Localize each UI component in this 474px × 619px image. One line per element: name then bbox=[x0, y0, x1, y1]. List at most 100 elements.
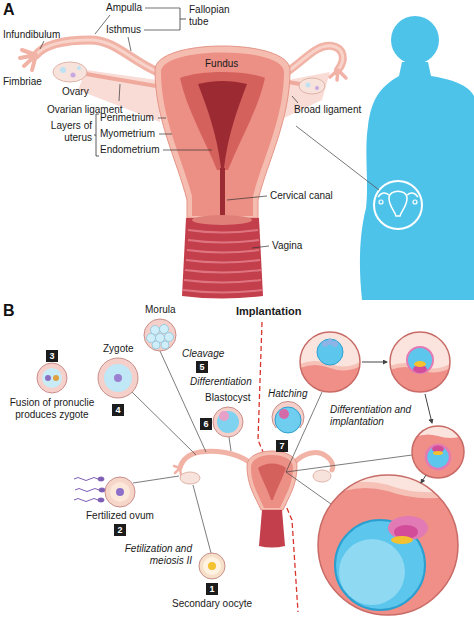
implantation-circle bbox=[390, 332, 450, 392]
uterus-inset bbox=[413, 200, 417, 204]
step-number-badge: 6 bbox=[200, 418, 212, 430]
body-silhouette bbox=[360, 62, 474, 300]
implantation-circle bbox=[390, 332, 450, 392]
morula-cell bbox=[144, 319, 176, 351]
implantation-circle bbox=[391, 536, 413, 544]
uterus bbox=[155, 46, 290, 218]
leader-line bbox=[128, 37, 131, 51]
uterus bbox=[180, 72, 265, 170]
stage-label: Secondary oocyte bbox=[172, 598, 252, 610]
vagina bbox=[184, 280, 261, 283]
oocyte-cell bbox=[199, 553, 225, 579]
ovary bbox=[60, 67, 66, 73]
step-number: 3 bbox=[46, 350, 58, 362]
fallopian-tube bbox=[330, 70, 346, 80]
fallopian-tube bbox=[287, 46, 343, 72]
morula-cell bbox=[151, 326, 160, 335]
uterus bbox=[247, 451, 297, 548]
bracket bbox=[94, 8, 186, 156]
part-label: Ovary bbox=[62, 86, 89, 98]
ovary bbox=[315, 86, 319, 90]
fusion-cell bbox=[37, 363, 67, 393]
leader-line bbox=[119, 84, 120, 101]
implantation-circle bbox=[390, 332, 450, 392]
ovary bbox=[299, 78, 325, 94]
flow-arrow bbox=[425, 394, 432, 423]
oocyte-cell bbox=[203, 557, 221, 575]
uterus-inset bbox=[374, 181, 422, 229]
leader-line bbox=[145, 8, 180, 9]
leader-line bbox=[286, 472, 331, 504]
part-label: Fimbriae bbox=[3, 76, 42, 88]
leader-line bbox=[292, 96, 298, 103]
sperm bbox=[99, 488, 105, 492]
stage-label: Morula bbox=[145, 304, 176, 316]
implantation-circle bbox=[318, 475, 458, 615]
implantation-circle bbox=[412, 426, 464, 478]
ovary bbox=[313, 470, 331, 482]
implantation-circle bbox=[407, 347, 433, 373]
step-number-badge: 7 bbox=[276, 440, 288, 452]
zygote-cell bbox=[98, 358, 138, 398]
implantation-circle bbox=[339, 539, 405, 605]
process-label: Differentiation and implantation bbox=[330, 404, 425, 428]
part-label: Fundus bbox=[205, 58, 238, 70]
implantation-circle bbox=[300, 332, 360, 392]
fertilized-ovum-cell bbox=[105, 477, 135, 507]
leader-line bbox=[193, 485, 211, 553]
implantation-circle bbox=[300, 332, 360, 392]
implantation-circle bbox=[335, 520, 425, 610]
process-label: Fusion of pronuclie produces zygote bbox=[6, 397, 98, 421]
step-number-badge: 1 bbox=[206, 583, 218, 595]
implantation-circle bbox=[426, 445, 450, 469]
flow-arrow bbox=[362, 362, 387, 363]
vagina bbox=[188, 230, 258, 233]
part-label: Infundibulum bbox=[3, 29, 60, 41]
vagina bbox=[182, 215, 263, 299]
uterus bbox=[155, 46, 290, 218]
fertilized-ovum-cell bbox=[105, 477, 135, 507]
step-number: 4 bbox=[112, 404, 124, 416]
implantation-circle bbox=[318, 485, 458, 500]
vagina bbox=[182, 218, 263, 299]
sperm bbox=[74, 477, 105, 502]
layer-label: Perimetrium bbox=[100, 112, 154, 124]
sperm bbox=[98, 477, 104, 481]
leader-line bbox=[144, 30, 180, 31]
fallopian-tube bbox=[174, 466, 181, 475]
implantation-circle bbox=[318, 475, 458, 615]
layer-label: Myometrium bbox=[100, 128, 155, 140]
ovary bbox=[306, 83, 311, 88]
ovary bbox=[86, 74, 156, 86]
fallopian-tube bbox=[36, 40, 158, 72]
vagina bbox=[192, 215, 252, 225]
fusion-cell bbox=[53, 375, 59, 381]
implantation-circle bbox=[390, 365, 450, 392]
leader-line bbox=[229, 437, 231, 451]
sperm bbox=[98, 498, 104, 502]
morula-cell bbox=[161, 341, 169, 349]
phase-label: Implantation bbox=[236, 305, 301, 318]
zygote-cell bbox=[98, 358, 138, 398]
uterus bbox=[247, 451, 297, 510]
part-label: Cervical canal bbox=[270, 190, 333, 202]
implantation-circle bbox=[412, 426, 464, 478]
body-silhouette bbox=[360, 16, 474, 300]
fallopian-tube bbox=[295, 453, 333, 470]
step-number: 1 bbox=[206, 583, 218, 595]
leader-line bbox=[286, 455, 412, 472]
uterus-inset bbox=[378, 193, 389, 197]
process-label: Hatching bbox=[268, 388, 307, 400]
stage-label: Fertilized ovum bbox=[86, 510, 154, 522]
morula-cell bbox=[160, 325, 169, 334]
panel-letter: B bbox=[3, 302, 15, 320]
fusion-cell bbox=[42, 368, 62, 388]
fertilized-ovum-cell bbox=[116, 488, 124, 496]
step-number-badge: 2 bbox=[114, 524, 126, 536]
fallopian-tube bbox=[180, 451, 249, 468]
blastocyst-cell bbox=[213, 407, 243, 437]
hatching-cell bbox=[275, 407, 301, 433]
stage-label: Blastocyst bbox=[205, 392, 251, 404]
zygote-cell bbox=[114, 374, 122, 382]
oocyte-cell bbox=[199, 553, 225, 579]
